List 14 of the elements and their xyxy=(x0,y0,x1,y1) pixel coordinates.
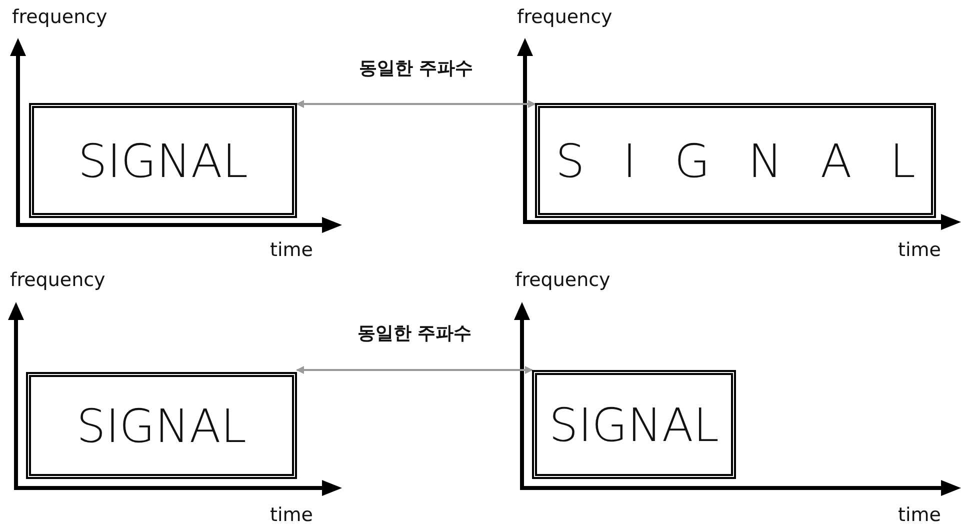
axis-label: time xyxy=(270,506,313,525)
axis-label: frequency xyxy=(517,8,612,27)
signal-box: SIGNAL xyxy=(26,372,297,479)
arrow xyxy=(296,366,533,374)
axis-label: frequency xyxy=(10,271,106,290)
signal-box: SIGNAL xyxy=(535,103,936,218)
axis-label: frequency xyxy=(515,271,610,290)
axis-label: frequency xyxy=(12,8,108,27)
axis-label: time xyxy=(898,241,941,260)
axis-label: time xyxy=(898,506,941,525)
arrow xyxy=(296,100,536,108)
axis-label: time xyxy=(270,241,313,260)
signal-box: SIGNAL xyxy=(532,370,736,479)
signal-box: SIGNAL xyxy=(29,103,297,218)
